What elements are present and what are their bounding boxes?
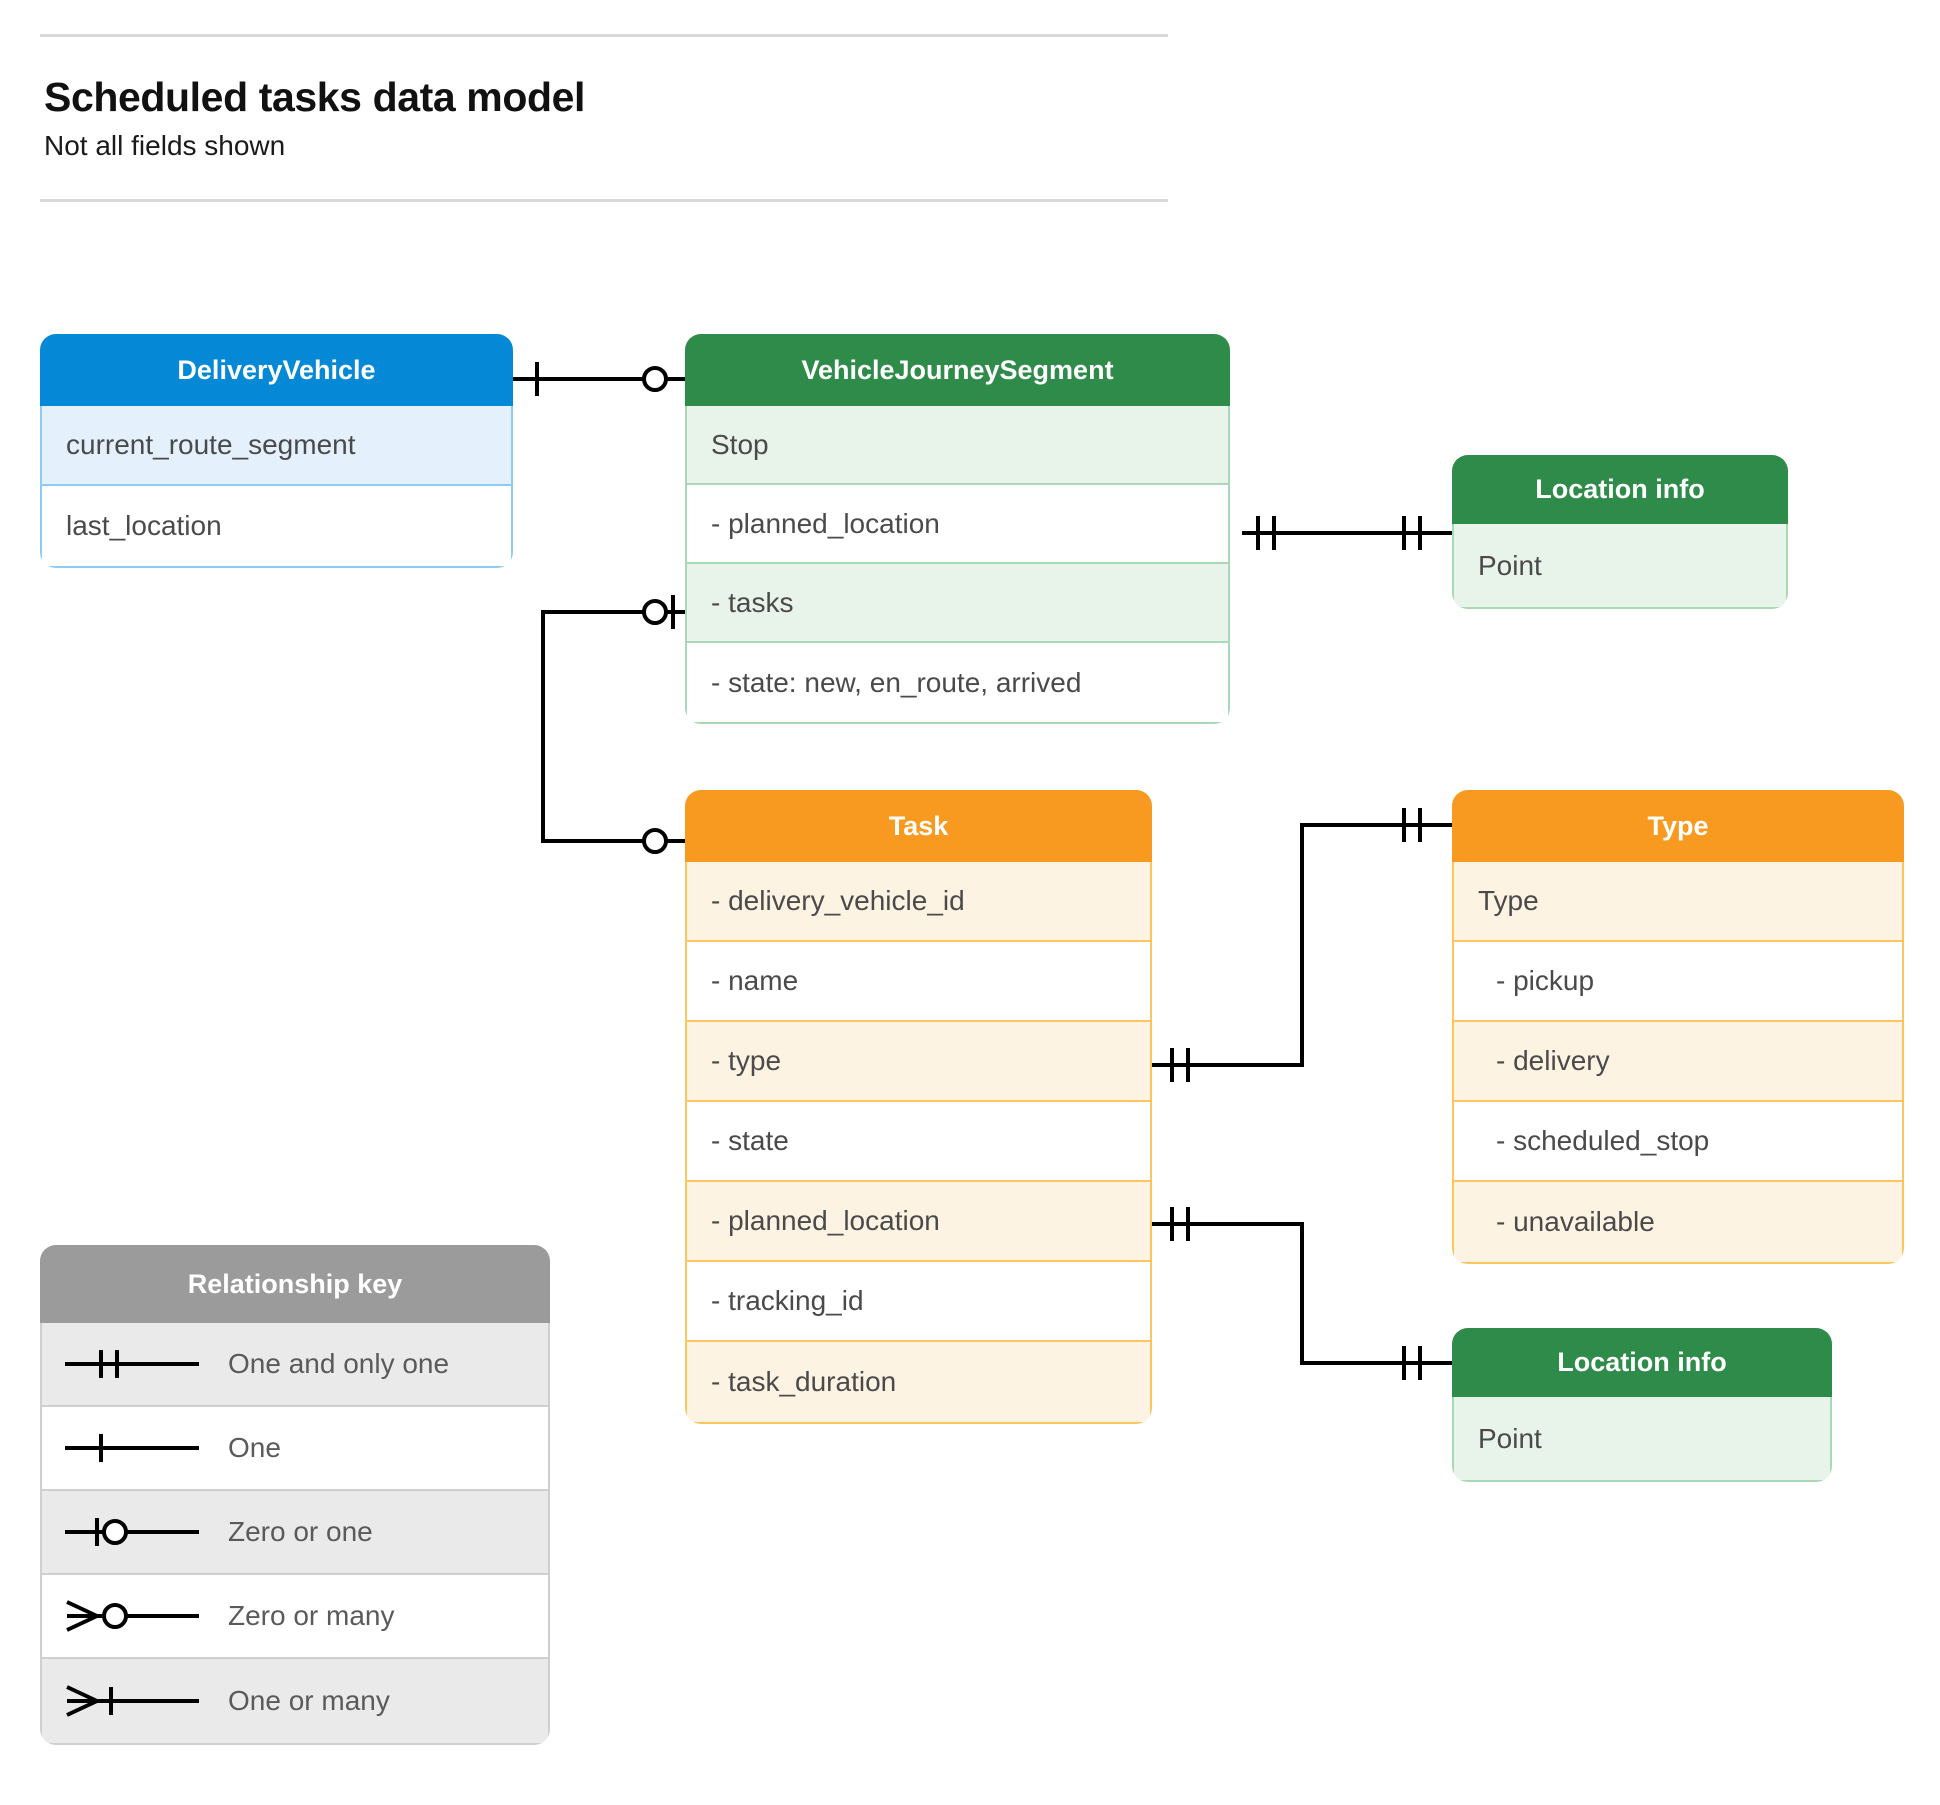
entity-rows-vehicle-journey-segment: Stop - planned_location - tasks - state:…: [685, 406, 1230, 724]
field-row[interactable]: Point: [1454, 1397, 1830, 1480]
entity-task[interactable]: Task - delivery_vehicle_id - name - type…: [685, 790, 1152, 1424]
legend-item-label: Zero or one: [228, 1516, 373, 1548]
legend-item[interactable]: Zero or one: [42, 1491, 548, 1575]
field-row[interactable]: - planned_location: [687, 485, 1228, 564]
legend-item-label: One and only one: [228, 1348, 450, 1380]
field-row[interactable]: - delivery: [1454, 1022, 1902, 1102]
legend-item[interactable]: One: [42, 1407, 548, 1491]
header-rule-top: [40, 34, 1168, 37]
legend-item-label: One or many: [228, 1685, 390, 1717]
entity-rows-type: Type - pickup - delivery - scheduled_sto…: [1452, 862, 1904, 1264]
page-subtitle: Not all fields shown: [44, 130, 286, 162]
zero-or-one-icon: [42, 1512, 222, 1552]
entity-rows-task: - delivery_vehicle_id - name - type - st…: [685, 862, 1152, 1424]
one-and-only-one-icon: [42, 1344, 222, 1384]
connector-plannedlocation-locationinfo-top: [1242, 516, 1452, 550]
connector-taskplannedlocation-locationinfo-bottom: [1152, 1207, 1452, 1380]
entity-type[interactable]: Type Type - pickup - delivery - schedule…: [1452, 790, 1904, 1264]
entity-rows-delivery-vehicle: current_route_segment last_location: [40, 406, 513, 568]
field-row[interactable]: - state: new, en_route, arrived: [687, 643, 1228, 722]
field-row[interactable]: - tasks: [687, 564, 1228, 643]
legend-item[interactable]: Zero or many: [42, 1575, 548, 1659]
entity-title-type: Type: [1452, 790, 1904, 862]
entity-location-info-top[interactable]: Location info Point: [1452, 455, 1788, 609]
entity-delivery-vehicle[interactable]: DeliveryVehicle current_route_segment la…: [40, 334, 513, 568]
legend-item[interactable]: One or many: [42, 1659, 548, 1743]
document-header: Scheduled tasks data model Not all field…: [40, 34, 1168, 202]
entity-title-location-info-top: Location info: [1452, 455, 1788, 524]
relationship-key-legend[interactable]: Relationship key One and only one: [40, 1245, 550, 1745]
entity-location-info-bottom[interactable]: Location info Point: [1452, 1328, 1832, 1482]
field-row[interactable]: Point: [1454, 524, 1786, 607]
field-row[interactable]: - type: [687, 1022, 1150, 1102]
field-row[interactable]: - tracking_id: [687, 1262, 1150, 1342]
field-row[interactable]: - task_duration: [687, 1342, 1150, 1422]
legend-item-label: One: [228, 1432, 281, 1464]
one-or-many-icon: [42, 1681, 222, 1721]
legend-title: Relationship key: [40, 1245, 550, 1323]
field-row[interactable]: last_location: [42, 486, 511, 566]
entity-title-task: Task: [685, 790, 1152, 862]
field-row[interactable]: - name: [687, 942, 1150, 1022]
entity-title-delivery-vehicle: DeliveryVehicle: [40, 334, 513, 406]
connector-tasktype-type: [1152, 808, 1452, 1082]
field-row[interactable]: - delivery_vehicle_id: [687, 862, 1150, 942]
zero-or-many-icon: [42, 1596, 222, 1636]
entity-vehicle-journey-segment[interactable]: VehicleJourneySegment Stop - planned_loc…: [685, 334, 1230, 724]
field-row[interactable]: Type: [1454, 862, 1902, 942]
entity-title-vehicle-journey-segment: VehicleJourneySegment: [685, 334, 1230, 406]
one-icon: [42, 1428, 222, 1468]
entity-rows-location-info-bottom: Point: [1452, 1397, 1832, 1482]
field-row[interactable]: - state: [687, 1102, 1150, 1182]
legend-item-label: Zero or many: [228, 1600, 395, 1632]
page-title: Scheduled tasks data model: [44, 74, 585, 120]
field-row[interactable]: - unavailable: [1454, 1182, 1902, 1262]
entity-title-location-info-bottom: Location info: [1452, 1328, 1832, 1397]
field-row[interactable]: current_route_segment: [42, 406, 511, 486]
field-row[interactable]: - scheduled_stop: [1454, 1102, 1902, 1182]
field-row[interactable]: - pickup: [1454, 942, 1902, 1022]
entity-rows-location-info-top: Point: [1452, 524, 1788, 609]
header-rule-bottom: [40, 198, 1168, 202]
field-row[interactable]: - planned_location: [687, 1182, 1150, 1262]
legend-rows: One and only one One: [40, 1323, 550, 1745]
field-row[interactable]: Stop: [687, 406, 1228, 485]
legend-item[interactable]: One and only one: [42, 1323, 548, 1407]
connector-deliveryvehicle-vehiclejourneysegment: [513, 362, 713, 396]
